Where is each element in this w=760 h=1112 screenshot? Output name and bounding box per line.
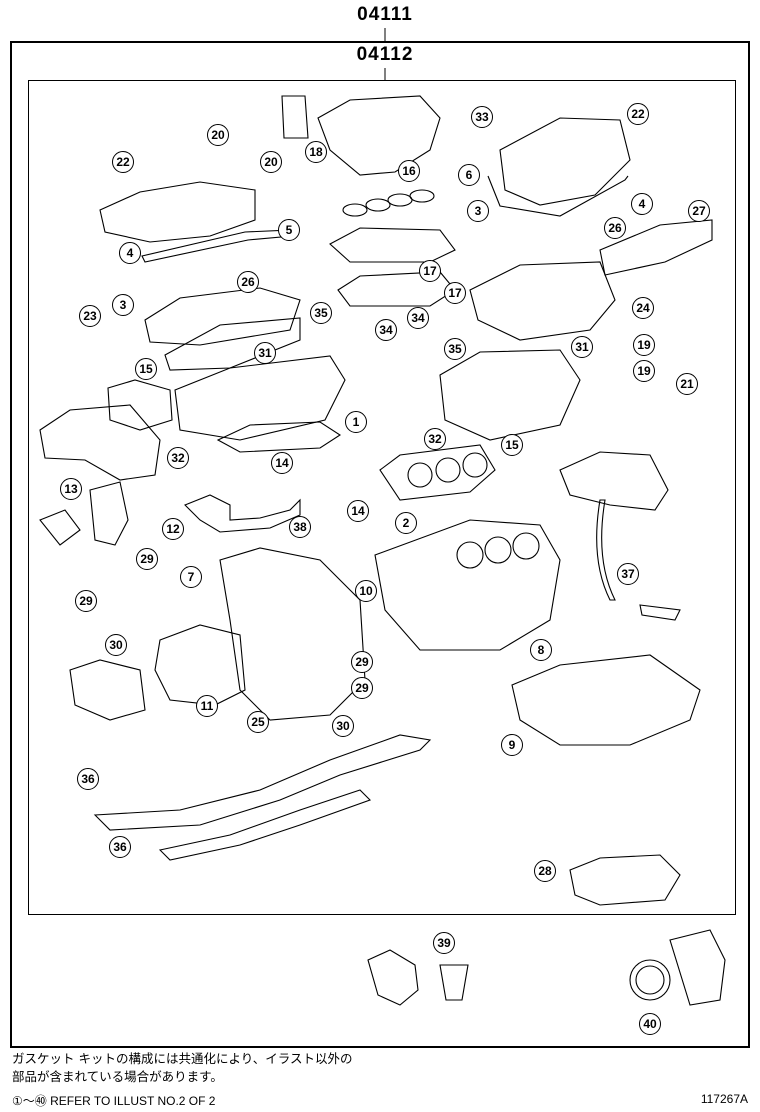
callout-19[interactable]: 19 (633, 360, 655, 382)
callout-34[interactable]: 34 (375, 319, 397, 341)
callout-8[interactable]: 8 (530, 639, 552, 661)
callout-36[interactable]: 36 (109, 836, 131, 858)
callout-39[interactable]: 39 (433, 932, 455, 954)
compatibility-note-line1: ガスケット キットの構成には共通化により、イラスト以外の (12, 1051, 353, 1066)
callout-32[interactable]: 32 (424, 428, 446, 450)
callout-15[interactable]: 15 (501, 434, 523, 456)
exhaust-manifold-left-outline (39, 379, 173, 481)
oil-pan-outline (511, 654, 701, 746)
callout-5[interactable]: 5 (278, 219, 300, 241)
assembly-code: 04111 (357, 4, 413, 25)
head-gasket-left-outline (216, 421, 342, 453)
callout-26[interactable]: 26 (604, 217, 626, 239)
callout-31[interactable]: 31 (571, 336, 593, 358)
callout-1[interactable]: 1 (345, 411, 367, 433)
callout-10[interactable]: 10 (355, 580, 377, 602)
callout-30[interactable]: 30 (105, 634, 127, 656)
compatibility-note-line2: 部品が含まれている場合があります。 (12, 1069, 223, 1084)
callout-23[interactable]: 23 (79, 305, 101, 327)
reference-note: ①～㊵ REFER TO ILLUST NO.2 OF 2 (12, 1094, 216, 1108)
callout-19[interactable]: 19 (633, 334, 655, 356)
cylinder-head-right-outline (439, 349, 581, 441)
callout-34[interactable]: 34 (407, 307, 429, 329)
assembly-frame (10, 41, 750, 1048)
callout-14[interactable]: 14 (271, 452, 293, 474)
callout-22[interactable]: 22 (112, 151, 134, 173)
engine-block-outline (374, 519, 561, 651)
callout-24[interactable]: 24 (632, 297, 654, 319)
callout-15[interactable]: 15 (135, 358, 157, 380)
callout-28[interactable]: 28 (534, 860, 556, 882)
right-valve-cover-outline (487, 117, 631, 217)
oil-cooler-pipe-outline (596, 499, 681, 621)
callout-16[interactable]: 16 (398, 160, 420, 182)
water-pump-outline (39, 481, 129, 546)
callout-27[interactable]: 27 (688, 200, 710, 222)
callout-26[interactable]: 26 (237, 271, 259, 293)
callout-2[interactable]: 2 (395, 512, 417, 534)
callout-4[interactable]: 4 (631, 193, 653, 215)
camshaft-housing-left-outline (144, 287, 301, 371)
right-intake-runner-outline (469, 261, 616, 341)
exhaust-pipe-outline (93, 734, 432, 861)
oil-strainer-outline (569, 854, 681, 906)
kit-code: 04112 (356, 44, 414, 65)
callout-13[interactable]: 13 (60, 478, 82, 500)
timing-chain-cover-gasket-outline (69, 624, 246, 721)
callout-29[interactable]: 29 (136, 548, 158, 570)
callout-9[interactable]: 9 (501, 734, 523, 756)
callout-11[interactable]: 11 (196, 695, 218, 717)
callout-20[interactable]: 20 (260, 151, 282, 173)
callout-29[interactable]: 29 (75, 590, 97, 612)
callout-32[interactable]: 32 (167, 447, 189, 469)
callout-35[interactable]: 35 (444, 338, 466, 360)
callout-29[interactable]: 29 (351, 677, 373, 699)
callout-33[interactable]: 33 (471, 106, 493, 128)
callout-35[interactable]: 35 (310, 302, 332, 324)
callout-3[interactable]: 3 (467, 200, 489, 222)
callout-21[interactable]: 21 (676, 373, 698, 395)
callout-4[interactable]: 4 (119, 242, 141, 264)
cylinder-head-left-outline (174, 355, 346, 441)
callout-36[interactable]: 36 (77, 768, 99, 790)
head-gasket-right-outline (379, 444, 496, 501)
callout-29[interactable]: 29 (351, 651, 373, 673)
kit-frame (28, 80, 736, 915)
callout-25[interactable]: 25 (247, 711, 269, 733)
sensor-boot-outline (367, 949, 469, 1006)
callout-18[interactable]: 18 (305, 141, 327, 163)
callout-38[interactable]: 38 (289, 516, 311, 538)
callout-22[interactable]: 22 (627, 103, 649, 125)
callout-14[interactable]: 14 (347, 500, 369, 522)
intake-gaskets-outline (329, 189, 456, 307)
intake-plenum-outline (281, 95, 441, 176)
timing-cover-outline (219, 547, 366, 721)
callout-3[interactable]: 3 (112, 294, 134, 316)
callout-31[interactable]: 31 (254, 342, 276, 364)
callout-30[interactable]: 30 (332, 715, 354, 737)
injector-rail-outline (599, 219, 713, 276)
exhaust-manifold-right-outline (559, 451, 669, 511)
callout-6[interactable]: 6 (458, 164, 480, 186)
callout-17[interactable]: 17 (444, 282, 466, 304)
callout-20[interactable]: 20 (207, 124, 229, 146)
callout-12[interactable]: 12 (162, 518, 184, 540)
callout-40[interactable]: 40 (639, 1013, 661, 1035)
callout-7[interactable]: 7 (180, 566, 202, 588)
callout-17[interactable]: 17 (419, 260, 441, 282)
illustration-number: 117267A (700, 1092, 748, 1106)
rear-oil-seal-retainer-outline (629, 929, 726, 1006)
callout-37[interactable]: 37 (617, 563, 639, 585)
water-inlet-pipe-outline (184, 494, 301, 533)
